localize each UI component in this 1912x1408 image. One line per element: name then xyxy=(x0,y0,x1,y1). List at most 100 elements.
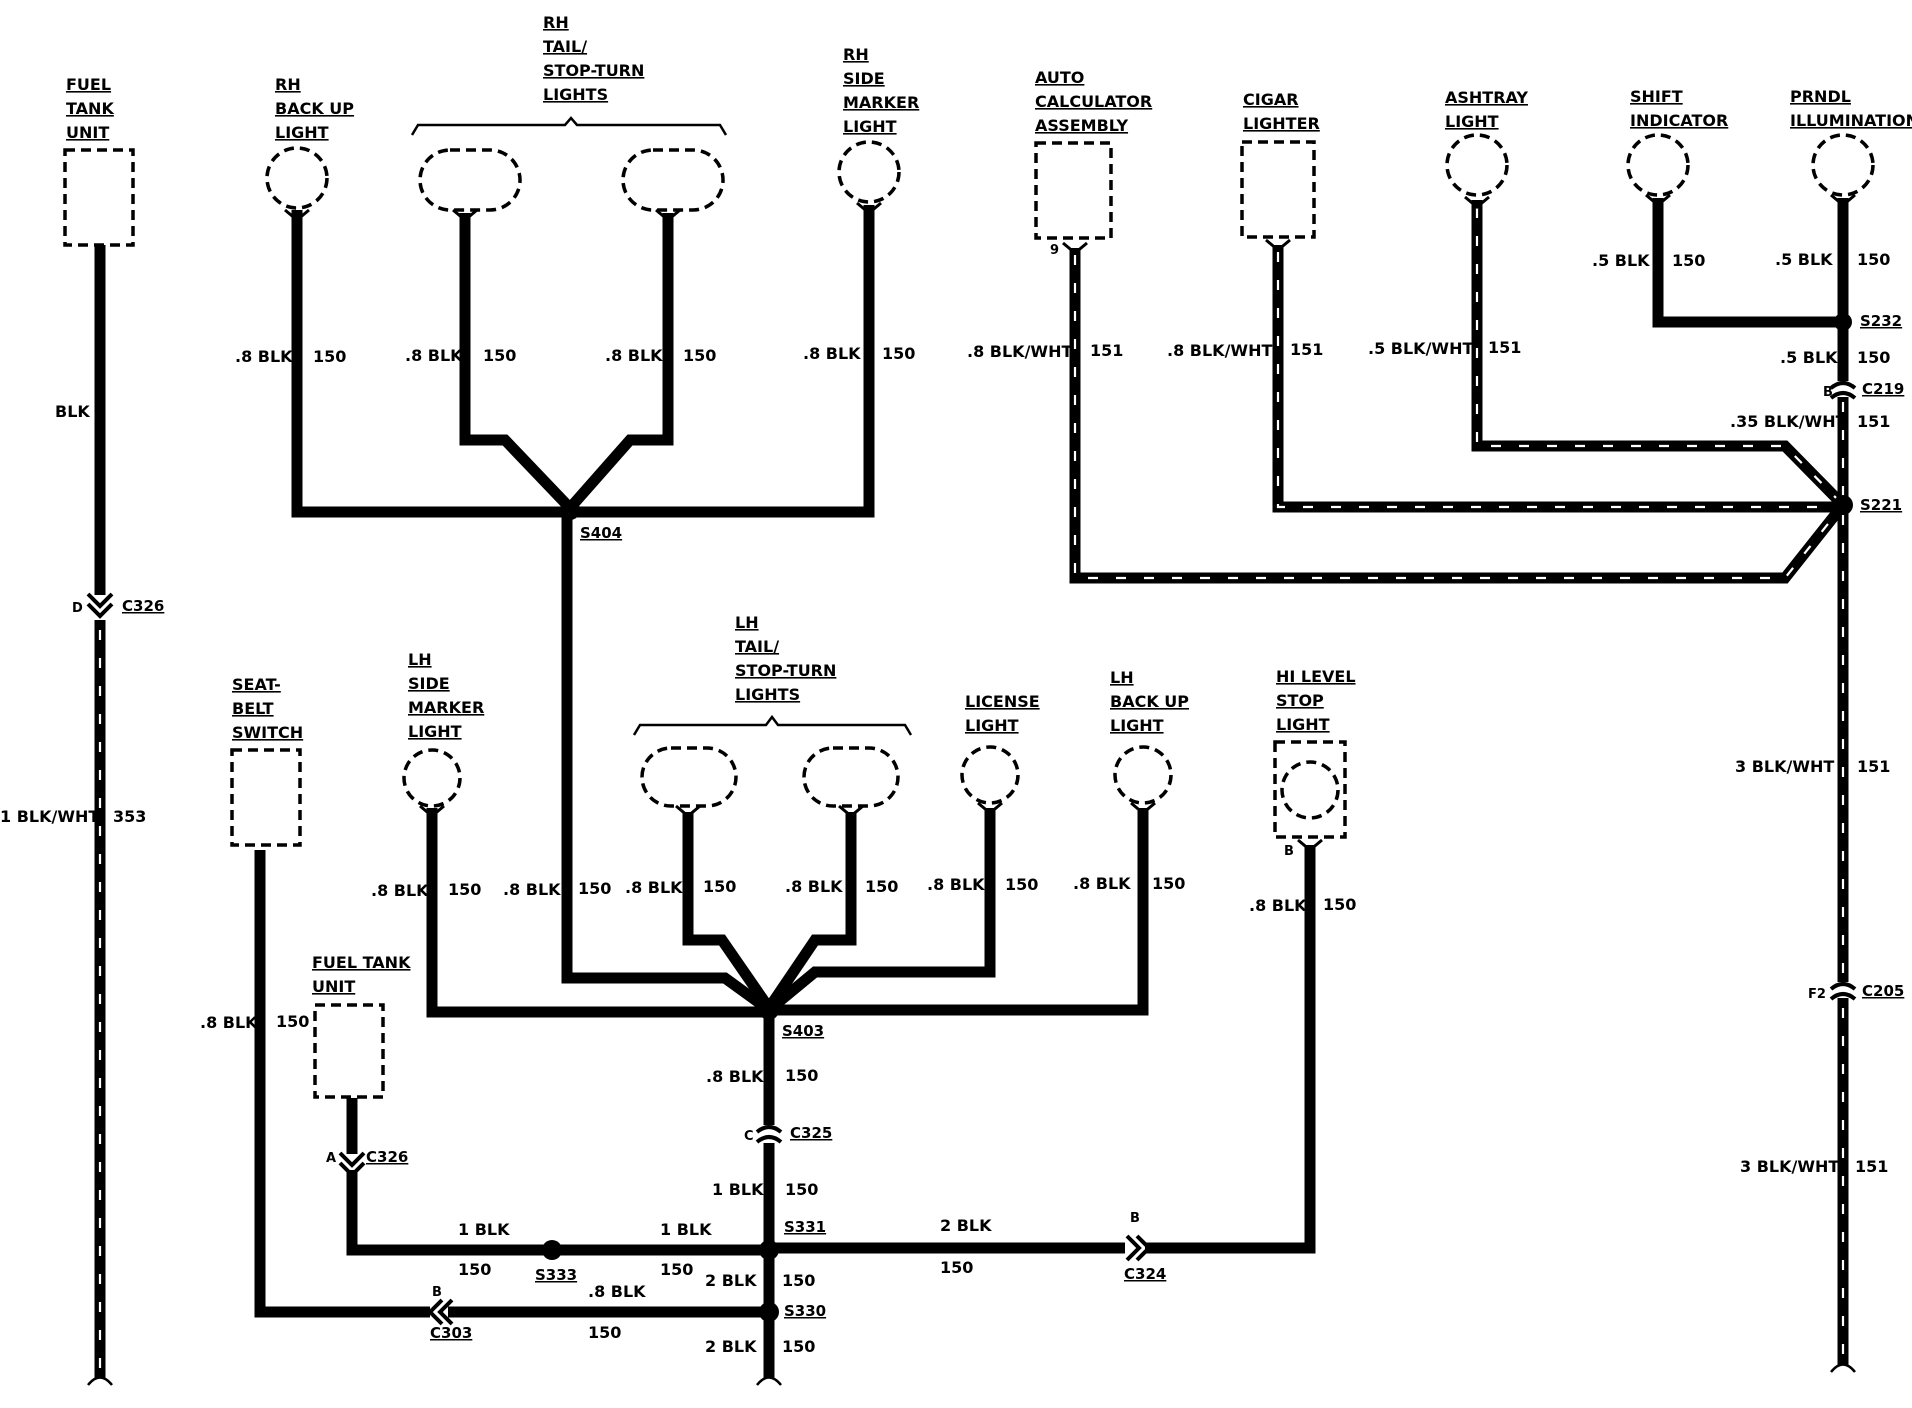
wire-label-lh-tail2-size: .8 BLK xyxy=(785,877,843,896)
wire-label-cigar-size: .8 BLK/WHT xyxy=(1167,341,1272,360)
wire-label-c325-below-size: 1 BLK xyxy=(712,1180,764,1199)
wire-label-lh-backup-circuit: 150 xyxy=(1152,874,1185,893)
wire-label-rh-marker-size: .8 BLK xyxy=(803,344,861,363)
wire-label-s333-left-size: 1 BLK xyxy=(458,1220,510,1239)
auto-calculator-title-3: ASSEMBLY xyxy=(1035,116,1128,135)
wire-labels: BLK 1 BLK/WHT 353 .8 BLK 150 .8 BLK 150 … xyxy=(0,250,1890,1356)
license-title-1: LICENSE xyxy=(965,692,1040,711)
lh-side-marker-title-3: MARKER xyxy=(408,698,484,717)
wire-label-c219-below-size: .35 BLK/WHT xyxy=(1730,412,1847,431)
auto-calculator-title-1: AUTO xyxy=(1035,68,1084,87)
wire-label-seatbelt-circuit: 150 xyxy=(276,1012,309,1031)
rh-tail-lamp-2-icon xyxy=(621,148,725,212)
rh-side-marker-title-2: SIDE xyxy=(843,69,885,88)
rh-back-up-title-3: LIGHT xyxy=(275,123,329,142)
wire-cigar-stripe xyxy=(1276,252,1843,509)
lh-tail-title-1: LH xyxy=(735,613,759,632)
shift-indicator-title-2: INDICATOR xyxy=(1630,111,1728,130)
pin-c205: F2 xyxy=(1808,987,1826,1002)
license-title-2: LIGHT xyxy=(965,716,1019,735)
connector-c205-label: C205 xyxy=(1862,982,1904,1000)
wire-label-c325-below-circuit: 150 xyxy=(785,1180,818,1199)
wire-shift xyxy=(1652,198,1843,328)
wire-label-s330-below-circuit: 150 xyxy=(782,1337,815,1356)
wire-label-calc-circuit: 151 xyxy=(1090,341,1123,360)
wire-lh-tail-2 xyxy=(764,812,857,1012)
wire-label-s403-below-circuit: 150 xyxy=(785,1066,818,1085)
seat-belt-title-1: SEAT- xyxy=(232,675,281,694)
lh-side-marker-bulb-icon xyxy=(402,748,462,808)
wire-label-ashtray-size: .5 BLK/WHT xyxy=(1368,339,1473,358)
pin-c303: B xyxy=(432,1285,442,1300)
splice-s232-label: S232 xyxy=(1860,312,1902,330)
wire-lh-marker xyxy=(426,808,769,1018)
seat-belt-title-2: BELT xyxy=(232,699,274,718)
pin-c326-top: D xyxy=(72,601,83,616)
wire-label-s333-left-circuit: 150 xyxy=(458,1260,491,1279)
fuel-tank-unit-lower-box xyxy=(313,1003,385,1099)
wire-label-right-low-circuit: 151 xyxy=(1855,1157,1888,1176)
wire-label-lh-backup-size: .8 BLK xyxy=(1073,874,1131,893)
wire-label-lh-tail1-size: .8 BLK xyxy=(625,878,683,897)
splice-s221-dot xyxy=(1833,495,1853,515)
wire-label-s331-below-size: 2 BLK xyxy=(705,1271,757,1290)
splice-s330-dot xyxy=(759,1302,779,1322)
pin-hilevel: B xyxy=(1284,844,1294,859)
wire-label-s331-right-circuit: 150 xyxy=(940,1258,973,1277)
rh-tail-title-2: TAIL/ xyxy=(543,37,587,56)
wire-c324-to-hilevel xyxy=(1145,845,1316,1254)
rh-back-up-bulb-icon xyxy=(265,146,329,210)
connector-c303 xyxy=(427,1298,454,1326)
component-shapes xyxy=(63,116,1875,1099)
wire-lh-backup xyxy=(769,808,1149,1016)
lh-tail-lamp-2-icon xyxy=(802,746,900,808)
auto-calculator-box xyxy=(1034,141,1113,240)
rh-side-marker-title-1: RH xyxy=(843,45,869,64)
wire-label-s331-right-size: 2 BLK xyxy=(940,1216,992,1235)
splice-s333-label: S333 xyxy=(535,1266,577,1284)
connector-c219 xyxy=(1829,381,1857,400)
splice-s221-label: S221 xyxy=(1860,496,1902,514)
lh-tail-title-3: STOP-TURN xyxy=(735,661,836,680)
seat-belt-title-3: SWITCH xyxy=(232,723,303,742)
wire-label-s403-below-size: .8 BLK xyxy=(706,1067,764,1086)
rh-side-marker-title-3: MARKER xyxy=(843,93,919,112)
wire-label-lh-tail2-circuit: 150 xyxy=(865,877,898,896)
splice-s330-label: S330 xyxy=(784,1302,826,1320)
wire-label-rh-tail1-circuit: 150 xyxy=(483,346,516,365)
splice-dots xyxy=(542,313,1853,1322)
wire-label-s330-left-size: .8 BLK xyxy=(588,1282,646,1301)
wire-cigar xyxy=(1272,245,1843,513)
wire-label-shift-circuit: 150 xyxy=(1672,251,1705,270)
hi-level-stop-bulb-icon xyxy=(1280,760,1340,820)
wire-label-hilevel-circuit: 150 xyxy=(1323,895,1356,914)
wire-rh-tail-1 xyxy=(459,213,574,512)
wire-label-s404-trunk-size: .8 BLK xyxy=(503,880,561,899)
splice-s403-dot xyxy=(759,1000,779,1020)
wire-c326-to-s333 xyxy=(346,1170,552,1256)
wire-label-rh-tail2-circuit: 150 xyxy=(683,346,716,365)
splice-s331-dot xyxy=(759,1240,779,1260)
prndl-title-1: PRNDL xyxy=(1790,87,1851,106)
rh-tail-brace xyxy=(410,116,728,136)
ashtray-title-1: ASHTRAY xyxy=(1445,88,1528,107)
wire-label-s330-below-size: 2 BLK xyxy=(705,1337,757,1356)
ground-center xyxy=(756,1376,782,1386)
connector-c326-low xyxy=(338,1151,366,1178)
connector-c219-label: C219 xyxy=(1862,380,1904,398)
splice-s404-dot xyxy=(560,500,580,520)
lh-side-marker-title-2: SIDE xyxy=(408,674,450,693)
splice-s404-label: S404 xyxy=(580,524,622,542)
prndl-bulb-icon xyxy=(1811,133,1875,197)
rh-tail-lamp-1-icon xyxy=(418,148,522,212)
hi-level-title-3: LIGHT xyxy=(1276,715,1330,734)
wire-calc-stripe xyxy=(1073,255,1844,580)
wires xyxy=(94,198,1849,1378)
cigar-lighter-title-1: CIGAR xyxy=(1243,90,1299,109)
ground-terminations xyxy=(87,1363,1856,1386)
lh-back-up-title-3: LIGHT xyxy=(1110,716,1164,735)
fuel-tank-lower-title-1: FUEL TANK xyxy=(312,953,411,972)
connectors xyxy=(86,381,1857,1326)
connector-c326-top-label: C326 xyxy=(122,597,164,615)
splice-connector-labels: S404 S403 S331 S333 S330 S232 S221 C326 … xyxy=(72,243,1904,1342)
